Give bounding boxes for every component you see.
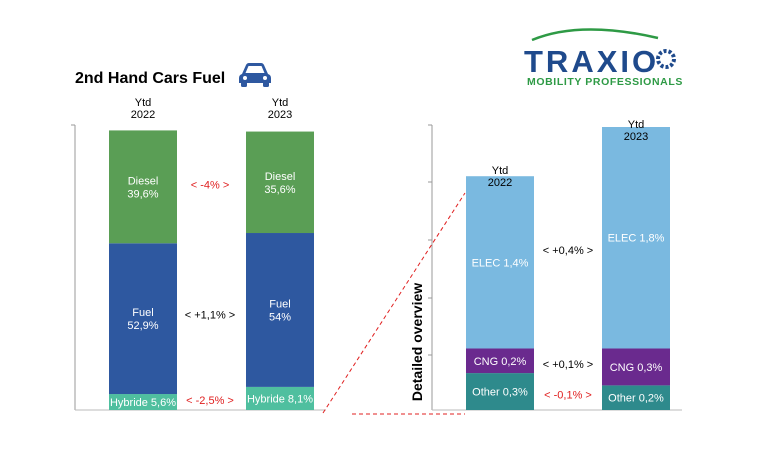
zoom-connector-top (322, 192, 466, 414)
delta-fuel: < +1,1% > (185, 309, 235, 321)
car-icon (239, 63, 271, 87)
data-label-cng: CNG 0,3% (610, 362, 663, 374)
bar-hybride-2022 (109, 394, 177, 410)
bar-diesel-2022 (109, 130, 177, 244)
page-title: 2nd Hand Cars Fuel (75, 70, 226, 87)
bar-elec-2023 (602, 127, 670, 349)
data-label-cng: CNG 0,2% (474, 356, 527, 368)
data-label-elec: ELEC 1,8% (608, 233, 665, 245)
bar-fuel-2023 (246, 233, 314, 387)
data-label-hybride: Hybride 8,1% (247, 393, 313, 405)
y-axis-label: Detailed overview (409, 283, 425, 401)
delta-cng: < +0,1% > (543, 359, 593, 371)
bar-other-2022 (466, 373, 534, 410)
bar-fuel-2022 (109, 243, 177, 395)
logo-tagline: MOBILITY PROFESSIONALS (527, 76, 683, 88)
bar-diesel-2023 (246, 131, 314, 234)
delta-diesel: < -4% > (191, 180, 230, 192)
data-label-other: Other 0,3% (472, 387, 528, 399)
data-label-elec: ELEC 1,4% (472, 257, 529, 269)
delta-other: < -0,1% > (544, 390, 592, 402)
data-label-hybride: Hybride 5,6% (110, 397, 176, 409)
delta-hybride: < -2,5% > (186, 395, 234, 407)
bar-elec-2022 (466, 176, 534, 349)
bar-hybride-2023 (246, 386, 314, 410)
bar-cng-2023 (602, 348, 670, 386)
bar-cng-2022 (466, 348, 534, 374)
data-label-other: Other 0,2% (608, 393, 664, 405)
bar-other-2023 (602, 385, 670, 410)
traxio-logo (531, 28, 676, 69)
logo-wordmark: TRAXIO (524, 44, 660, 79)
delta-elec: < +0,4% > (543, 245, 593, 257)
